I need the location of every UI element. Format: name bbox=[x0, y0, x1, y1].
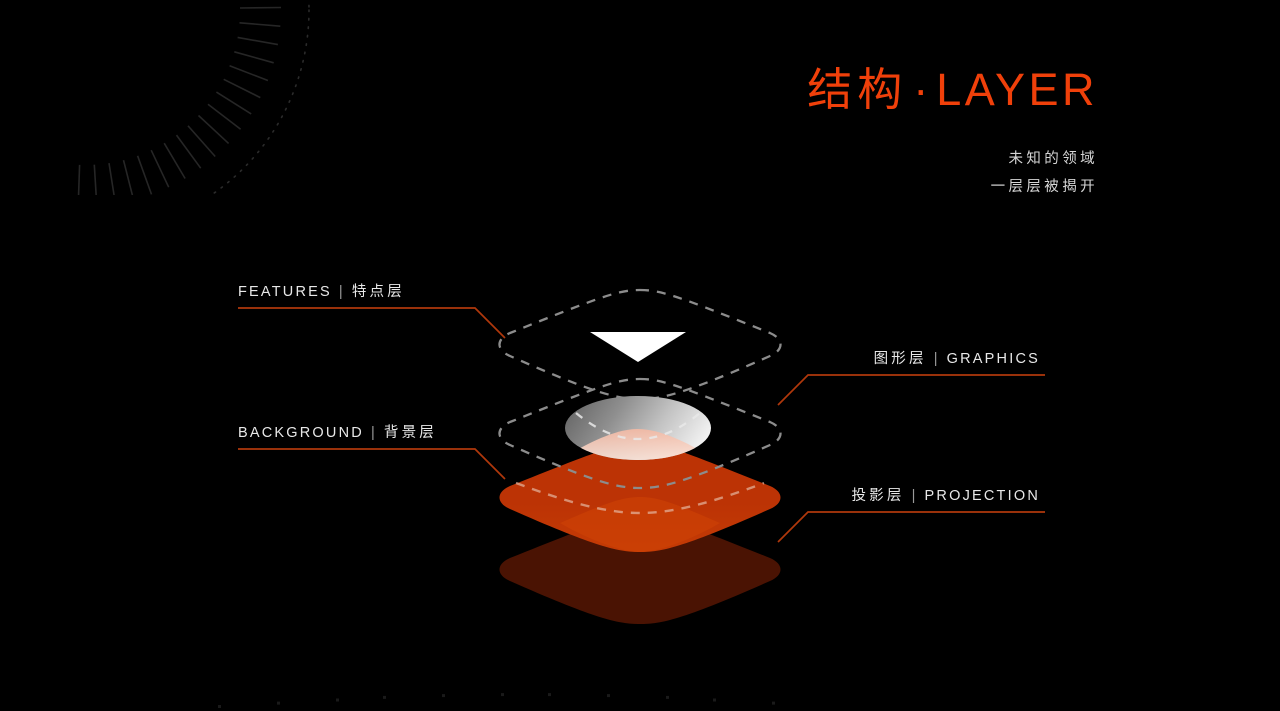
graphics-layer[interactable] bbox=[494, 374, 786, 494]
callout-projection-cjk: 投影层 bbox=[851, 488, 905, 504]
callout-features-rule bbox=[238, 307, 506, 339]
callout-projection[interactable]: 投影层 | PROJECTION bbox=[770, 487, 1045, 543]
callout-projection-separator: | bbox=[911, 488, 918, 504]
callout-features-cjk: 特点层 bbox=[351, 284, 405, 300]
callout-graphics-separator: | bbox=[933, 351, 940, 367]
callout-features[interactable]: FEATURES | 特点层 bbox=[238, 283, 508, 339]
subtitle-line-2: 一层层被揭开 bbox=[990, 179, 1098, 195]
callout-graphics[interactable]: 图形层 | GRAPHICS bbox=[770, 350, 1045, 406]
page-title-cjk: 结构 bbox=[807, 64, 908, 115]
page-title-latin: LAYER bbox=[936, 64, 1098, 115]
callout-projection-latin: PROJECTION bbox=[924, 488, 1040, 504]
callout-features-label: FEATURES | 特点层 bbox=[238, 283, 508, 301]
subtitle-block: 未知的领域 一层层被揭开 bbox=[578, 145, 1098, 201]
callout-projection-label: 投影层 | PROJECTION bbox=[770, 487, 1040, 505]
callout-background-separator: | bbox=[370, 425, 377, 441]
callout-features-separator: | bbox=[338, 284, 345, 300]
white-triangle-shape bbox=[590, 332, 686, 362]
radial-tick-dial-decoration bbox=[77, 0, 310, 195]
callout-features-latin: FEATURES bbox=[238, 284, 332, 300]
callout-graphics-label: 图形层 | GRAPHICS bbox=[770, 350, 1040, 368]
callout-background-label: BACKGROUND | 背景层 bbox=[238, 424, 508, 442]
gray-ellipse-shape bbox=[564, 395, 712, 461]
callout-background-rule bbox=[238, 448, 506, 480]
callout-graphics-cjk: 图形层 bbox=[873, 351, 927, 367]
callout-background-latin: BACKGROUND bbox=[238, 425, 364, 441]
callout-background[interactable]: BACKGROUND | 背景层 bbox=[238, 424, 508, 480]
projection-layer[interactable] bbox=[494, 509, 786, 629]
page-title-separator-dot: · bbox=[913, 64, 931, 115]
callout-background-cjk: 背景层 bbox=[383, 425, 438, 441]
faint-dot-row-decoration bbox=[218, 693, 775, 708]
callout-graphics-latin: GRAPHICS bbox=[946, 351, 1040, 367]
page-title: 结构·LAYER bbox=[578, 63, 1098, 117]
heading-block: 结构·LAYER 未知的领域 一层层被揭开 bbox=[578, 63, 1098, 201]
isometric-layer-stack bbox=[494, 285, 786, 637]
subtitle-line-1: 未知的领域 bbox=[1008, 151, 1098, 167]
callout-graphics-rule bbox=[777, 374, 1045, 406]
callout-projection-rule bbox=[777, 511, 1045, 543]
